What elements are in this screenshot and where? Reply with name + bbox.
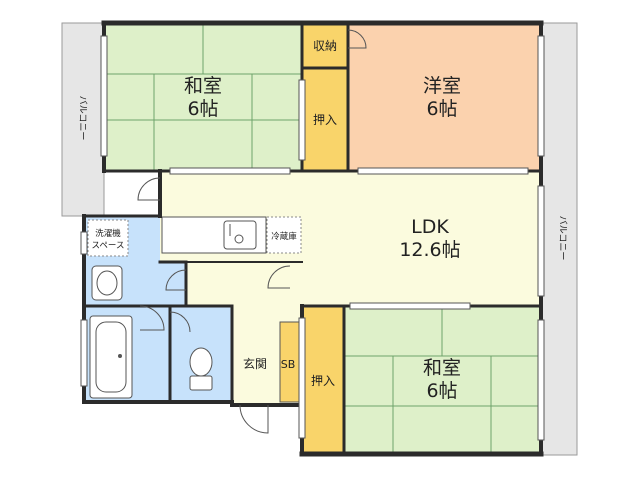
room-youshitsu: 洋室 6帖 <box>423 75 461 120</box>
room-name: LDK <box>411 216 449 238</box>
room-size: 12.6帖 <box>399 239 460 261</box>
label-shoe-box: SB <box>281 358 296 371</box>
shuno-area <box>302 23 348 68</box>
room-name: 和室 <box>184 75 222 97</box>
room-size: 6帖 <box>426 98 457 120</box>
youshitsu-area <box>348 23 541 171</box>
room-washitsu-bottom: 和室 6帖 <box>423 357 461 402</box>
room-size: 6帖 <box>187 98 218 120</box>
washbasin-icon <box>91 265 123 301</box>
room-ldk: LDK 12.6帖 <box>399 216 460 261</box>
toilet-icon <box>189 347 213 391</box>
label-fridge: 冷蔵庫 <box>271 231 297 242</box>
bathtub-icon <box>89 315 133 399</box>
label-entrance: 玄関 <box>243 356 267 371</box>
room-size: 6帖 <box>426 380 457 402</box>
hall-area <box>186 265 302 305</box>
oshiire-bottom-area <box>302 306 344 454</box>
room-washitsu-top: 和室 6帖 <box>184 75 222 120</box>
label-oshiire-bottom: 押入 <box>311 374 335 388</box>
tatami-lines-top <box>104 23 302 171</box>
sliding-doors <box>169 79 529 439</box>
label-balcony-right: バルコニー <box>557 216 568 261</box>
label-laundry-2: スペース <box>92 241 125 251</box>
kitchen-counter <box>161 216 267 254</box>
label-laundry-1: 洗濯機 <box>95 228 121 239</box>
label-oshiire-top: 押入 <box>313 113 337 127</box>
balcony-left <box>61 22 105 217</box>
label-balcony-left: バルコニー <box>77 96 88 141</box>
laundry-box <box>87 219 129 257</box>
label-shuno: 収納 <box>313 39 337 53</box>
oshiire-top-area <box>302 68 348 171</box>
tatami-lines-bottom <box>344 306 541 454</box>
windows <box>80 35 545 441</box>
door-swings <box>137 29 367 434</box>
fridge-space <box>266 216 302 254</box>
room-name: 和室 <box>423 357 461 379</box>
room-name: 洋室 <box>423 75 461 97</box>
balcony-right <box>540 22 578 456</box>
